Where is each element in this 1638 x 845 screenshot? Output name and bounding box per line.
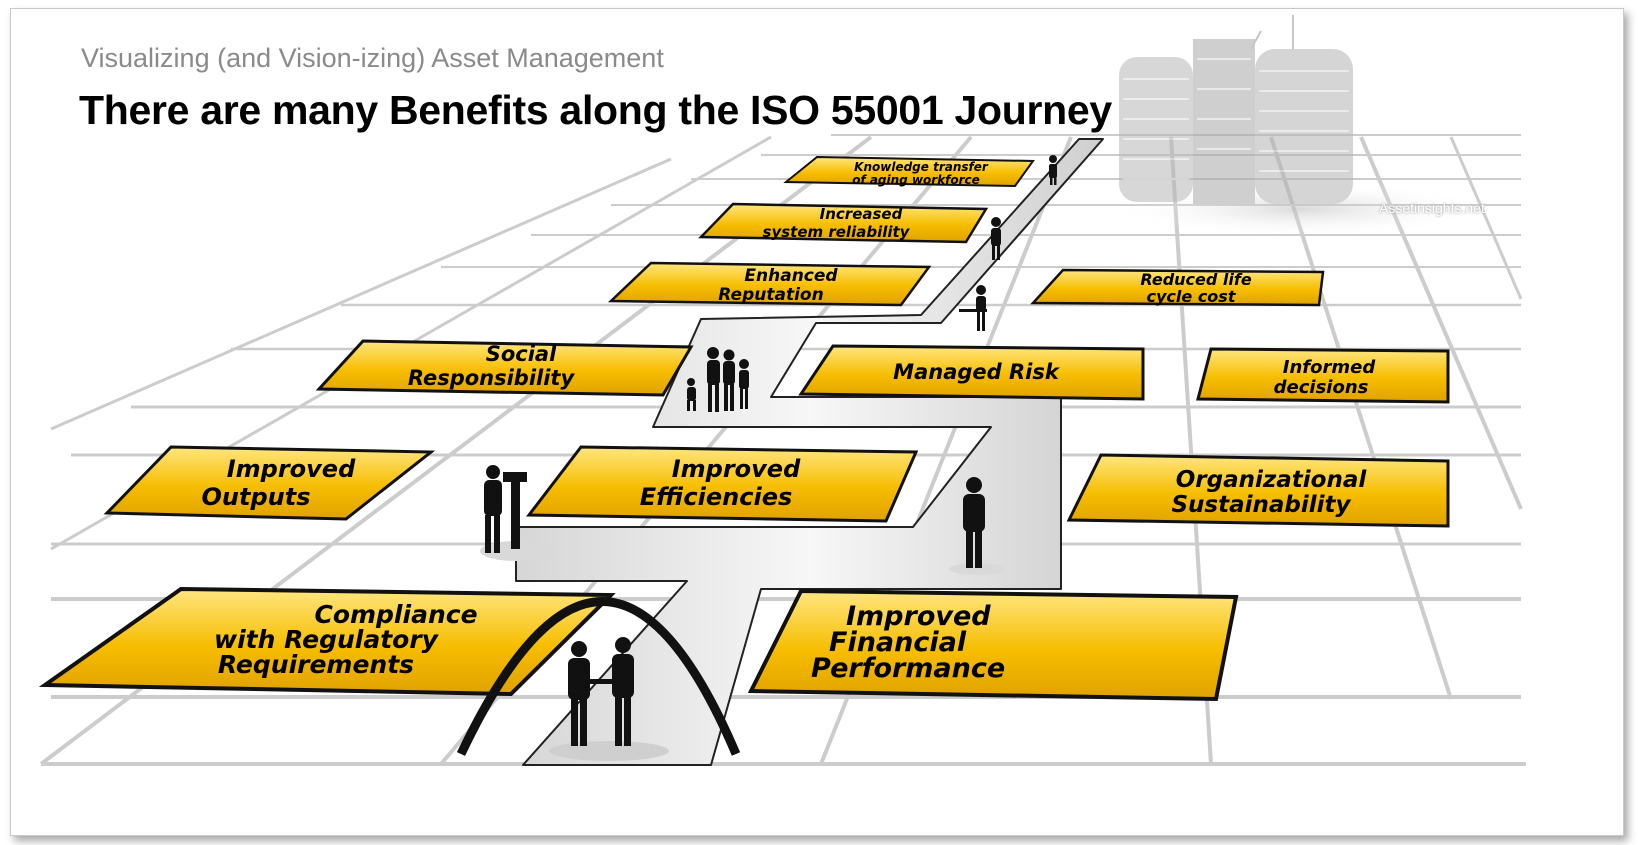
watermark: Assetinsights.net — [1379, 200, 1485, 216]
plate-text: Knowledge transfer — [854, 160, 989, 174]
plate-risk: Managed Risk — [798, 344, 1145, 401]
subtitle: Visualizing (and Vision-izing) Asset Man… — [81, 43, 664, 73]
person-silhouette-icon — [991, 217, 1001, 260]
person-silhouette-icon — [480, 465, 552, 561]
journey-path — [515, 138, 1104, 766]
person-silhouette-icon — [687, 347, 749, 412]
person-silhouette-icon — [549, 637, 669, 761]
person-silhouette-icon — [959, 285, 987, 331]
page-title: There are many Benefits along the ISO 55… — [79, 87, 1112, 133]
building-icon — [1111, 15, 1491, 237]
person-silhouette-icon — [1049, 155, 1057, 185]
arch-icon — [456, 597, 741, 756]
person-silhouette-icon — [949, 477, 1005, 575]
svg-text:Managed Risk: Managed Risk — [893, 360, 1061, 384]
